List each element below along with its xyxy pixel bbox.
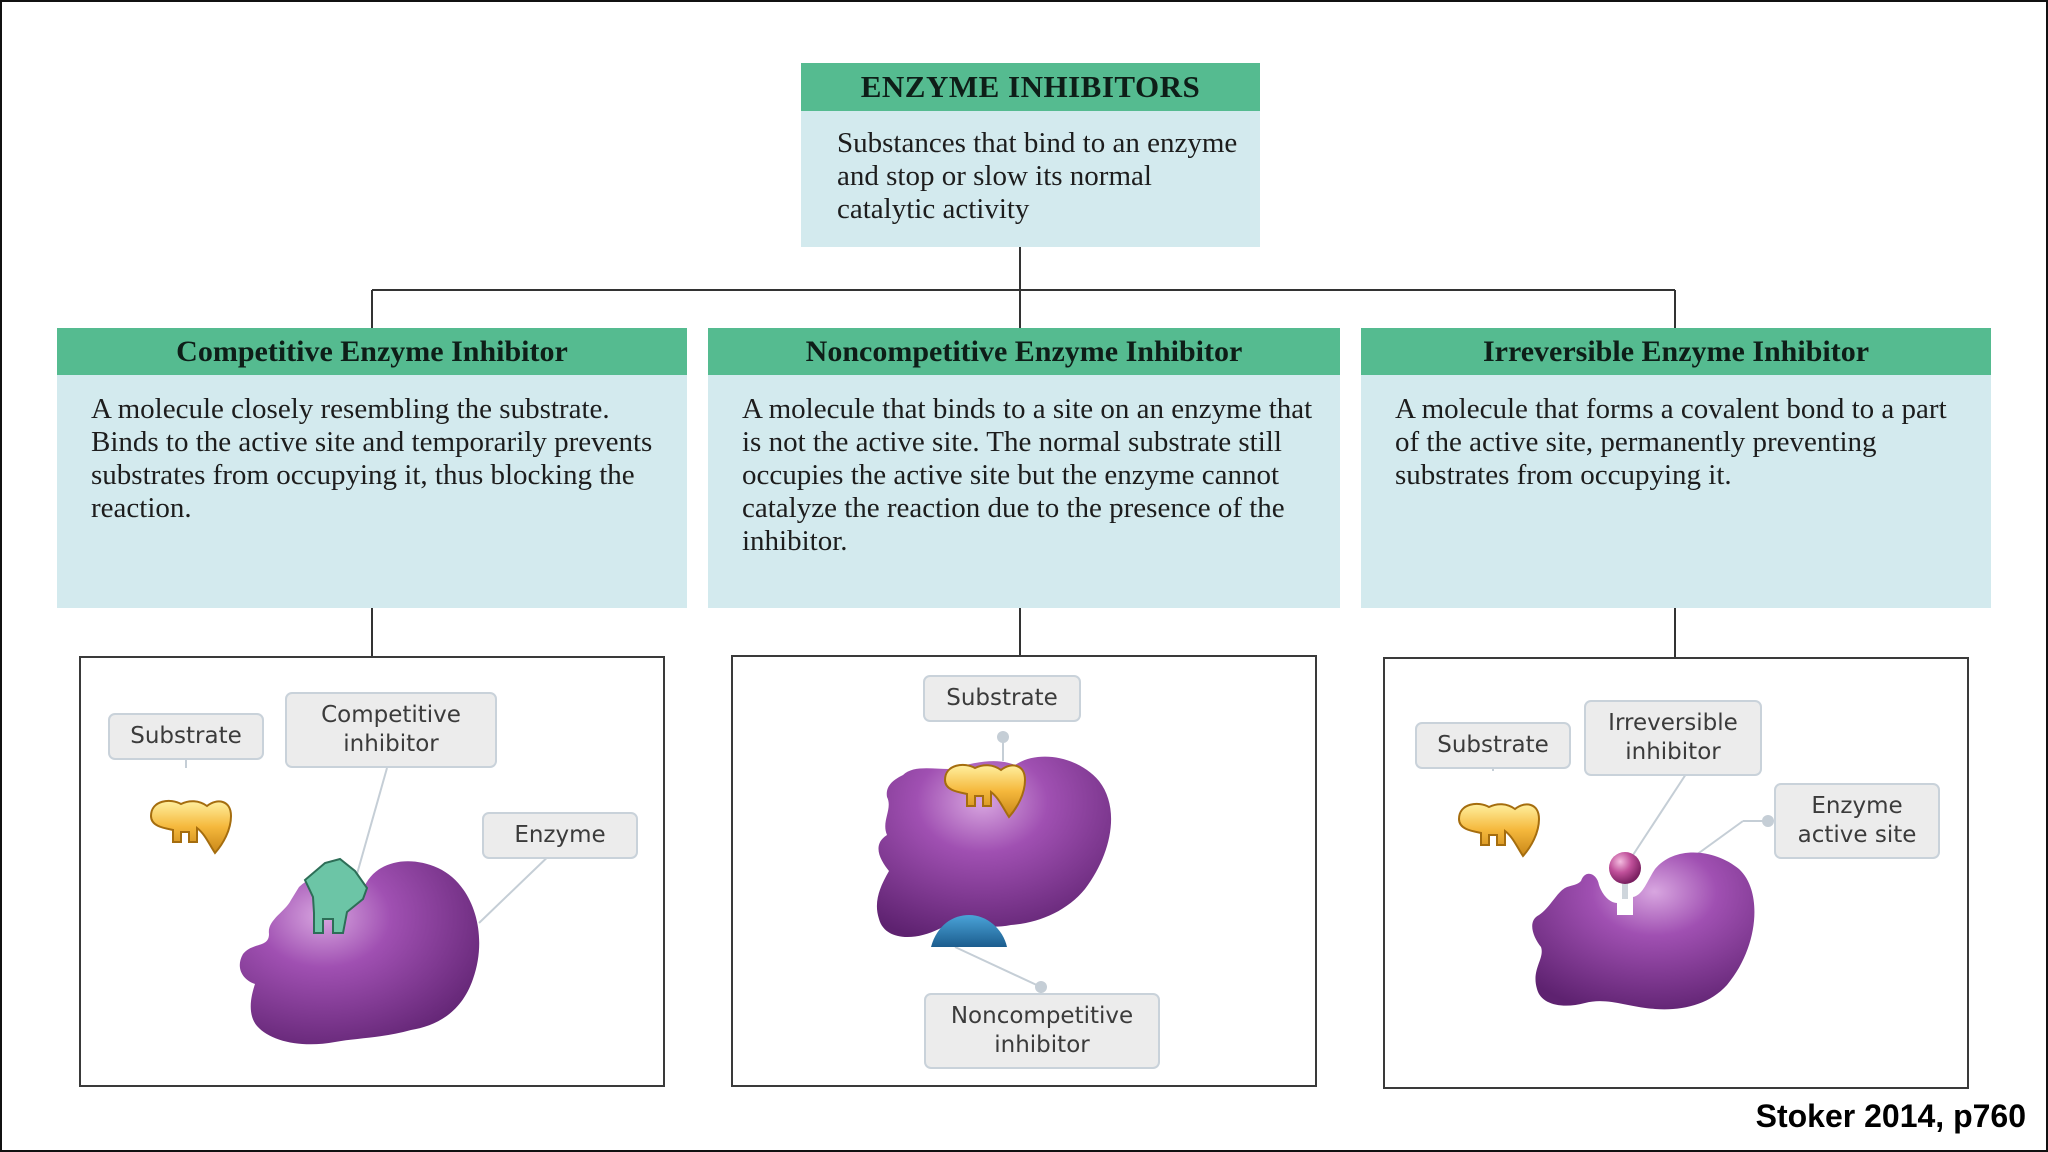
- irreversible-description: A molecule that forms a covalent bond to…: [1361, 375, 1991, 608]
- label-substrate: Substrate: [108, 713, 264, 760]
- label-enzyme-active-site: Enzyme active site: [1774, 783, 1940, 859]
- noncompetitive-illustration: Substrate Noncompetitive inhibitor: [731, 655, 1317, 1087]
- definition-text: Substances that bind to an enzyme and st…: [801, 111, 1260, 247]
- competitive-inhibitor-icon: [303, 857, 369, 934]
- label-substrate: Substrate: [923, 675, 1081, 722]
- diagram-title: ENZYME INHIBITORS: [801, 63, 1260, 111]
- irreversible-inhibitor-icon: [1609, 852, 1641, 899]
- source-citation: Stoker 2014, p760: [1755, 1098, 2026, 1134]
- competitive-description: A molecule closely resembling the substr…: [57, 375, 687, 608]
- noncompetitive-description: A molecule that binds to a site on an en…: [708, 375, 1340, 608]
- noncompetitive-inhibitor-icon: [931, 915, 1007, 947]
- enzyme-icon: [876, 756, 1112, 938]
- label-noncompetitive-inhibitor: Noncompetitive inhibitor: [924, 993, 1160, 1069]
- label-competitive-inhibitor: Competitive inhibitor: [285, 692, 497, 768]
- label-substrate: Substrate: [1415, 722, 1571, 769]
- competitive-title: Competitive Enzyme Inhibitor: [57, 328, 687, 375]
- irreversible-illustration: Substrate Irreversible inhibitor Enzyme …: [1383, 657, 1969, 1089]
- substrate-molecule-icon: [1457, 802, 1541, 858]
- substrate-molecule-icon: [149, 799, 233, 855]
- noncompetitive-title: Noncompetitive Enzyme Inhibitor: [708, 328, 1340, 375]
- competitive-illustration: Substrate Competitive inhibitor Enzyme: [79, 656, 665, 1087]
- enzyme-icon: [1532, 852, 1755, 1010]
- irreversible-title: Irreversible Enzyme Inhibitor: [1361, 328, 1991, 375]
- substrate-molecule-icon: [943, 763, 1027, 819]
- enzyme-icon: [239, 861, 480, 1045]
- label-irreversible-inhibitor: Irreversible inhibitor: [1584, 700, 1762, 776]
- label-enzyme: Enzyme: [482, 812, 638, 859]
